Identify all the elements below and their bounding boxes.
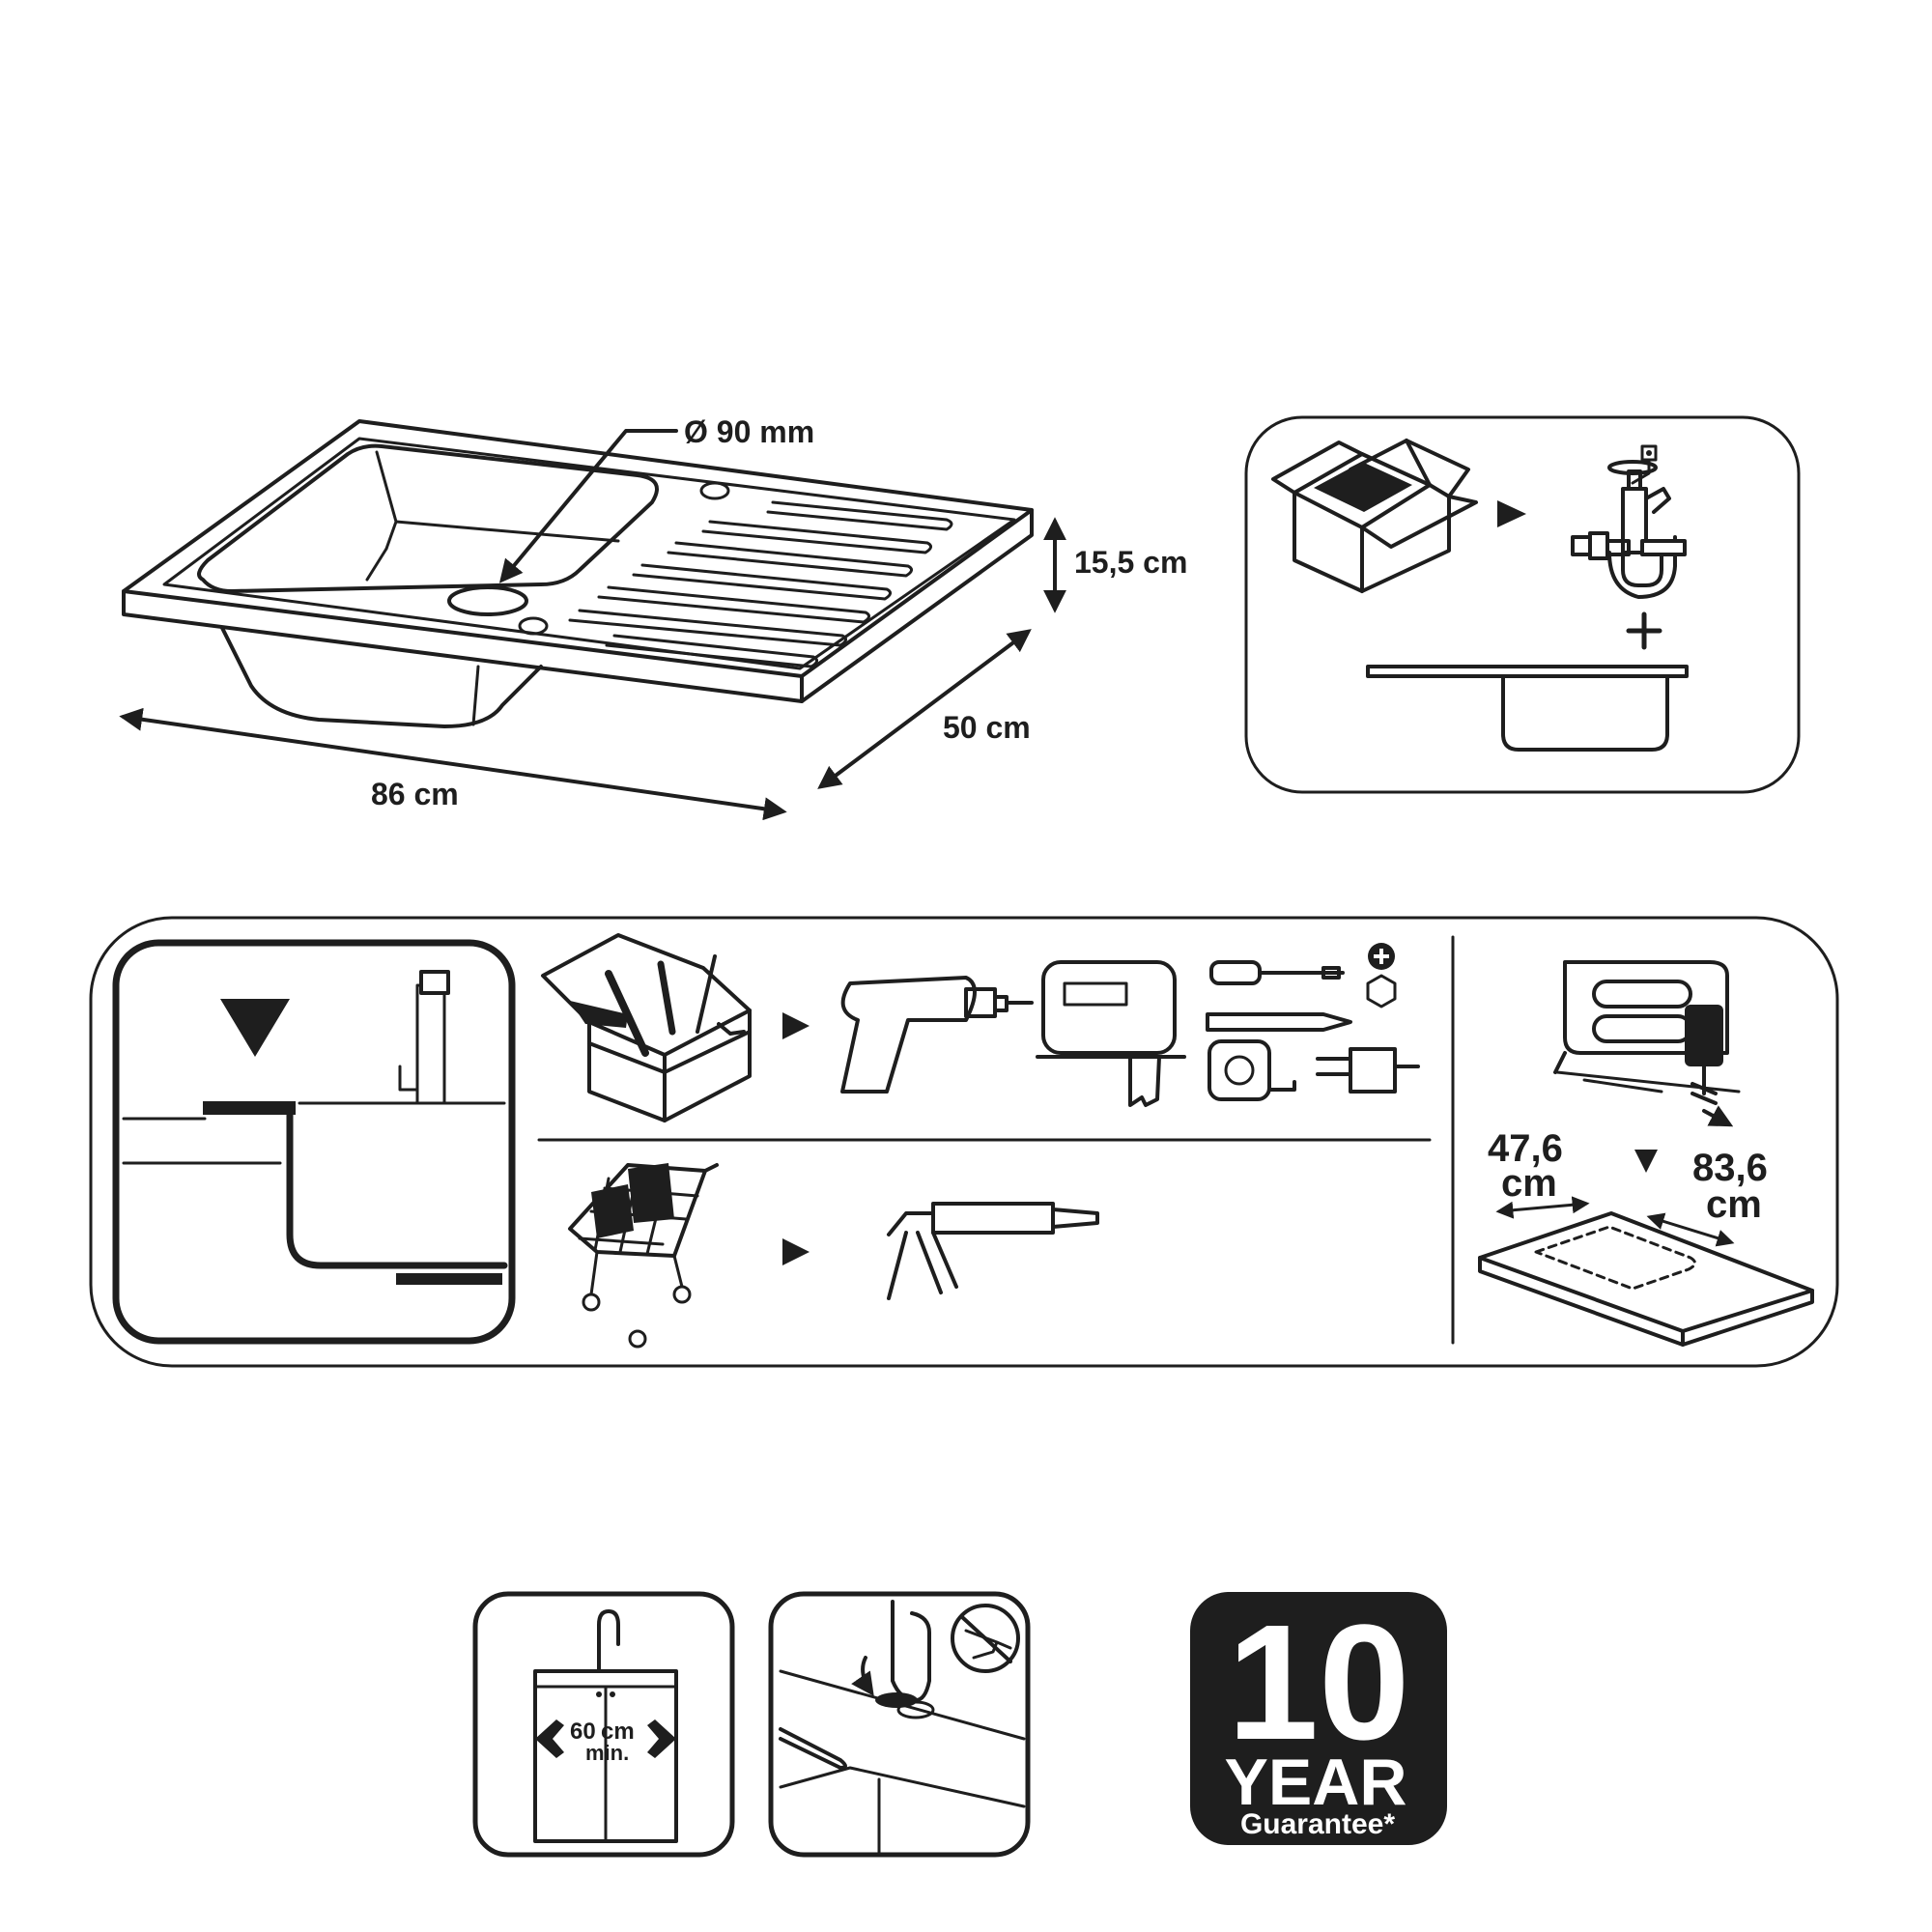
depth-label: 15,5 cm (1074, 545, 1187, 580)
length-dimension: 50 cm (817, 629, 1032, 789)
width-arrow-icon (535, 1719, 564, 1758)
caulking-gun-icon (887, 1202, 1099, 1300)
jigsaw-icon (1036, 960, 1186, 1107)
cabinet-size-unit: cm (601, 1719, 635, 1745)
no-drill-icon (951, 1604, 1020, 1673)
tap-icon (589, 1609, 620, 1673)
sink-icon (1366, 665, 1689, 752)
phillips-icon (1368, 943, 1395, 970)
plus-icon (1626, 611, 1662, 650)
hex-icon (1366, 974, 1397, 1009)
shopping-cart-icon (568, 1163, 719, 1349)
hole-saw-icon (1316, 1047, 1420, 1094)
width-label: 86 cm (371, 777, 459, 811)
arrow-right-icon (1497, 500, 1526, 527)
drain-diameter-callout: Ø 90 mm (498, 414, 814, 583)
box-icon (1271, 439, 1478, 593)
cabinet-size-note: min. (585, 1741, 629, 1765)
drain-diameter-label: Ø 90 mm (684, 414, 814, 449)
width-dimension: 86 cm (119, 707, 787, 821)
guarantee-label: Guarantee* (1240, 1808, 1395, 1840)
arrow-right-icon (782, 1012, 810, 1039)
cutout-length-value: 83,6 (1692, 1147, 1768, 1189)
contents-panel (1244, 415, 1801, 794)
arrow-right-icon (782, 1238, 810, 1265)
pencil-icon (1206, 1012, 1352, 1032)
installation-section (112, 939, 516, 1345)
faucet-no-drill-icon (768, 1591, 1031, 1858)
waste-kit-icon (1571, 444, 1687, 599)
guarantee-years: 10 (1227, 1591, 1409, 1775)
drill-icon (840, 976, 1034, 1094)
length-label: 50 cm (943, 710, 1031, 745)
cut-template-icon: 47,6 cm 83,6 cm (1478, 960, 1814, 1347)
cutout-width-value: 47,6 (1488, 1127, 1563, 1170)
toolbox-icon (541, 933, 752, 1122)
cabinet-size-number: 60 (570, 1719, 596, 1745)
cabinet-width-icon: 60 cm min. (472, 1591, 735, 1858)
screwdriver-icon (1209, 960, 1345, 985)
tools-panel: 47,6 cm 83,6 cm (89, 916, 1839, 1368)
guarantee-badge: 10 YEAR Guarantee* (1190, 1591, 1447, 1845)
sink-perspective (122, 419, 1034, 728)
cutout-width-unit: cm (1501, 1162, 1557, 1205)
insert-arrow-icon (220, 999, 290, 1057)
faucet-icon (398, 970, 450, 1105)
tape-measure-icon (1208, 1039, 1296, 1101)
cutout-length-unit: cm (1706, 1183, 1762, 1226)
depth-dimension: 15,5 cm (1043, 517, 1187, 613)
guarantee-unit: YEAR (1225, 1746, 1407, 1819)
